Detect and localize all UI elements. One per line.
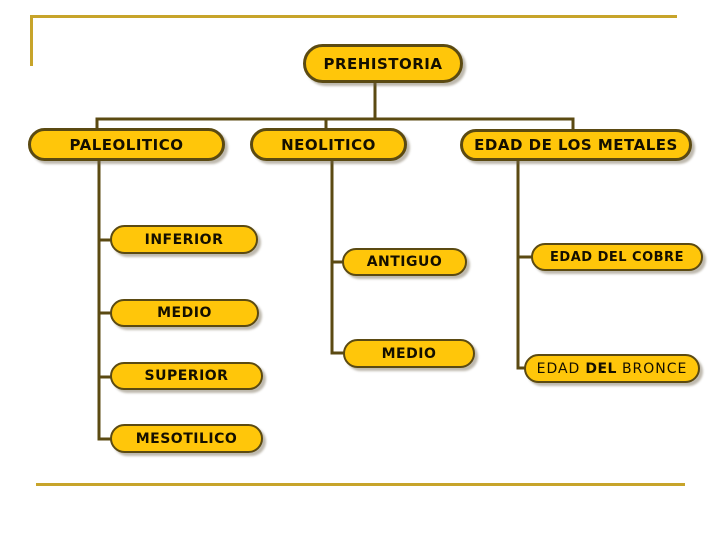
bottom-accent-line xyxy=(36,483,685,486)
node-label: ANTIGUO xyxy=(366,254,443,270)
node-edad-del-cobre: EDAD DEL COBRE xyxy=(531,243,703,271)
node-label: PREHISTORIA xyxy=(323,54,443,73)
node-label: SUPERIOR xyxy=(144,368,229,384)
node-label: MESOTILICO xyxy=(135,430,238,447)
node-neolitico: NEOLITICO xyxy=(250,128,407,161)
node-label-part: EDAD xyxy=(536,360,581,377)
node-superior: SUPERIOR xyxy=(110,362,263,390)
node-label: PALEOLITICO xyxy=(69,135,184,154)
node-medio-neolitico: MEDIO xyxy=(343,339,475,368)
left-accent-line xyxy=(30,15,33,66)
node-label: NEOLITICO xyxy=(281,135,376,154)
node-antiguo: ANTIGUO xyxy=(342,248,467,276)
node-label-part: BRONCE xyxy=(621,360,688,377)
node-label: MEDIO xyxy=(381,345,437,362)
top-accent-line xyxy=(30,15,677,18)
node-medio-paleolitico: MEDIO xyxy=(110,299,259,327)
node-edad-de-los-metales: EDAD DE LOS METALES xyxy=(460,129,692,161)
node-label: INFERIOR xyxy=(144,231,224,248)
node-label: MEDIO xyxy=(157,305,212,321)
node-label-part: DEL xyxy=(585,360,617,377)
node-mesotilico: MESOTILICO xyxy=(110,424,263,453)
node-inferior: INFERIOR xyxy=(110,225,258,254)
node-prehistoria: PREHISTORIA xyxy=(303,44,463,83)
node-paleolitico: PALEOLITICO xyxy=(28,128,225,161)
node-label: EDAD DE LOS METALES xyxy=(474,136,678,154)
node-label: EDAD DEL COBRE xyxy=(550,249,684,265)
node-edad-del-bronce: EDAD DEL BRONCE xyxy=(524,354,700,383)
